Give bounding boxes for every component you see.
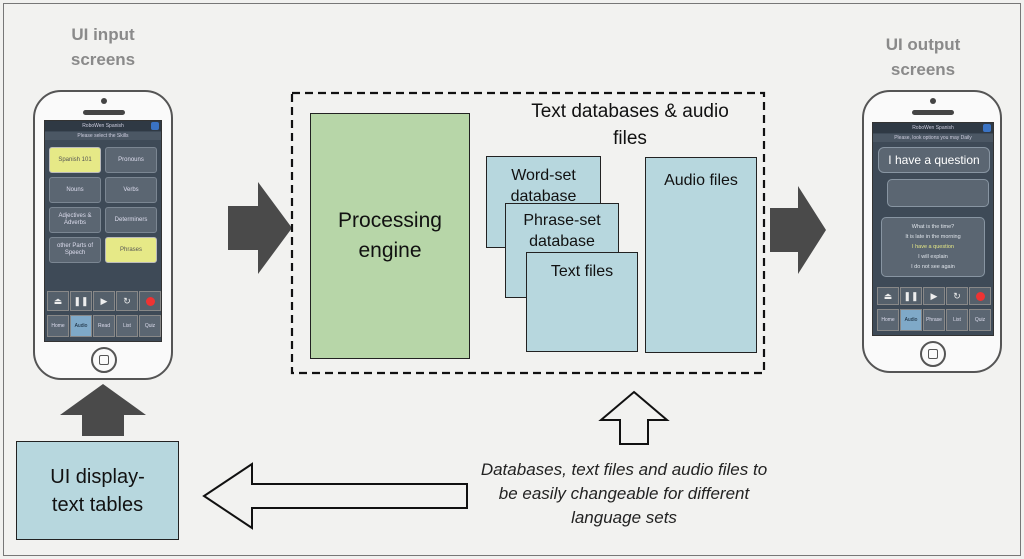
processing-engine-label: Processing engine: [338, 209, 442, 262]
output-phone: RoboWen Spanish Please, look options you…: [862, 90, 1002, 373]
tile-spanish-101[interactable]: Spanish 101: [49, 147, 101, 173]
audio-files-label: Audio files: [664, 172, 738, 189]
tile-nouns[interactable]: Nouns: [49, 177, 101, 203]
text-files-label: Text files: [550, 263, 614, 280]
word-set-database-label: Word-set database: [510, 167, 577, 205]
app-subtitle: Please, look options you may Daily: [873, 134, 993, 142]
home-button-icon[interactable]: [920, 341, 946, 367]
tile-pronouns[interactable]: Pronouns: [105, 147, 157, 173]
arrow-left-outline-icon: [202, 462, 468, 530]
menu-icon[interactable]: [983, 124, 991, 132]
replay-icon[interactable]: ↻: [116, 291, 138, 311]
tile-other-parts[interactable]: other Parts of Speech: [49, 237, 101, 263]
tile-verbs[interactable]: Verbs: [105, 177, 157, 203]
home-button-icon[interactable]: [91, 347, 117, 373]
tile-adjectives[interactable]: Adjectives & Adverbs: [49, 207, 101, 233]
audio-files-box: Audio files: [645, 157, 757, 353]
nav-audio[interactable]: Audio: [70, 315, 92, 337]
app-subtitle: Please select the Skills: [45, 132, 161, 140]
processing-engine-box: Processing engine: [310, 113, 470, 359]
ui-display-tables-box: UI display-text tables: [16, 441, 179, 540]
input-screens-title: UI input screens: [70, 25, 136, 69]
pause-icon[interactable]: ❚❚: [900, 287, 922, 305]
arrow-up-solid-icon: [60, 384, 146, 436]
phrase-set-database-label: Phrase-set database: [523, 212, 601, 250]
play-icon[interactable]: ▶: [93, 291, 115, 311]
menu-icon[interactable]: [151, 122, 159, 130]
input-phone: RoboWen Spanish Please select the Skills…: [33, 90, 173, 380]
record-icon[interactable]: [139, 291, 161, 311]
app-title: RoboWen Spanish: [873, 123, 993, 133]
nav-home[interactable]: Home: [877, 309, 899, 331]
phrase-set-database-box: Phrase-set database: [505, 203, 619, 298]
camera-icon: [930, 98, 936, 104]
question-bubble: I have a question: [878, 147, 990, 173]
nav-quiz[interactable]: Quiz: [139, 315, 161, 337]
nav-phrase[interactable]: Phrase: [923, 309, 945, 331]
input-phone-screen: RoboWen Spanish Please select the Skills…: [44, 120, 162, 342]
answer-line: What is the time?: [911, 224, 955, 230]
text-files-box: Text files: [526, 252, 638, 352]
nav-audio[interactable]: Audio: [900, 309, 922, 331]
replay-icon[interactable]: ↻: [946, 287, 968, 305]
answer-line: I will explain: [918, 254, 948, 260]
answer-panel: What is the time? It is late in the morn…: [881, 217, 985, 277]
answer-line-highlight: I have a question: [912, 244, 954, 250]
play-icon[interactable]: ▶: [923, 287, 945, 305]
nav-list[interactable]: List: [116, 315, 138, 337]
answer-line: I do not see again: [911, 264, 955, 270]
database-dashed-border: [290, 91, 766, 375]
tile-determiners[interactable]: Determiners: [105, 207, 157, 233]
output-phone-screen: RoboWen Spanish Please, look options you…: [872, 122, 994, 336]
speaker-icon: [83, 110, 125, 115]
databases-title: Text databases & audio files: [531, 101, 729, 149]
speaker-icon: [912, 110, 954, 115]
eject-icon[interactable]: ⏏: [877, 287, 899, 305]
output-screens-title: UI output screens: [885, 35, 961, 79]
ui-display-tables-label: UI display-text tables: [50, 465, 145, 516]
camera-icon: [101, 98, 107, 104]
arrow-up-outline-icon: [598, 390, 670, 445]
nav-list[interactable]: List: [946, 309, 968, 331]
nav-home[interactable]: Home: [47, 315, 69, 337]
nav-quiz[interactable]: Quiz: [969, 309, 991, 331]
nav-read[interactable]: Read: [93, 315, 115, 337]
eject-icon[interactable]: ⏏: [47, 291, 69, 311]
arrow-right-solid-icon: [770, 186, 826, 274]
record-icon[interactable]: [969, 287, 991, 305]
app-title: RoboWen Spanish: [45, 121, 161, 131]
arrow-right-solid-icon: [228, 182, 292, 274]
tile-phrases[interactable]: Phrases: [105, 237, 157, 263]
answer-line: It is late in the morning: [905, 234, 961, 240]
changeable-note: Databases, text files and audio files to…: [480, 460, 768, 527]
pause-icon[interactable]: ❚❚: [70, 291, 92, 311]
empty-bubble: [887, 179, 989, 207]
